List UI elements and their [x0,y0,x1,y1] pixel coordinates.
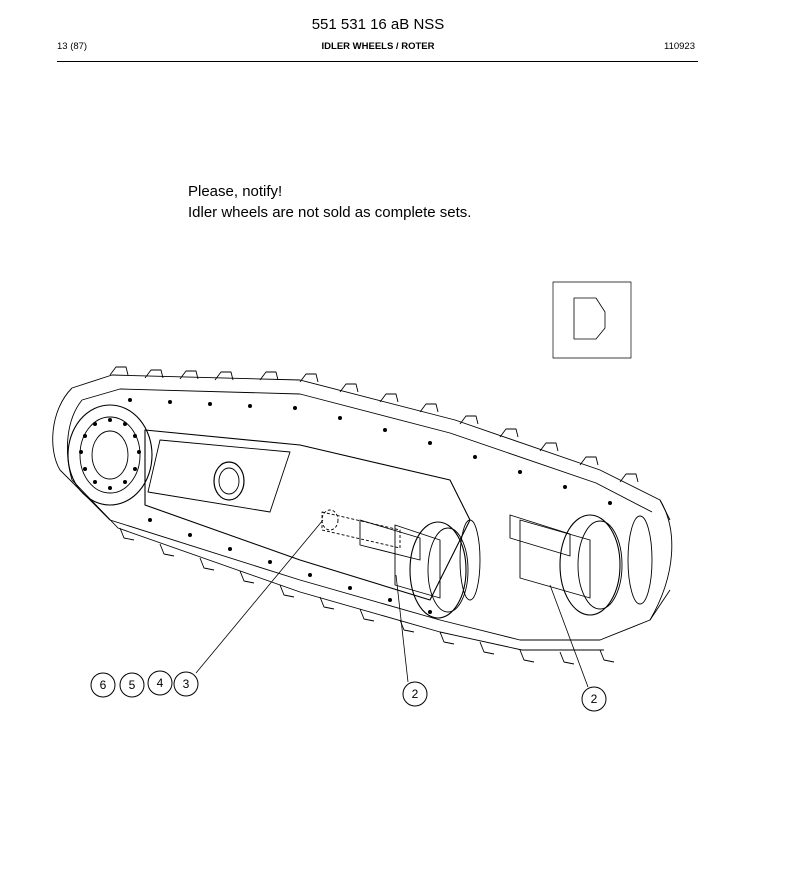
date-code: 110923 [664,41,695,52]
frame-boss [213,461,245,501]
page-number: 13 (87) [57,41,88,52]
track-upper-outline [71,374,671,521]
callout-6-label: 6 [100,678,107,692]
leader-group [195,519,324,674]
track-pins [128,398,612,614]
section-title: IDLER WHEELS / ROTER [321,41,435,52]
view-marker-box [552,281,632,359]
callout-2-right [581,686,607,712]
callout-3-label: 3 [183,677,190,691]
sprocket-bolt-ring [79,418,141,490]
drive-sprocket [67,404,153,506]
callout-6 [90,672,116,698]
view-marker-glyph [573,297,606,340]
leader-idler-left [395,574,409,683]
notice-line-2: Idler wheels are not sold as complete se… [188,203,472,221]
callout-3 [173,671,199,697]
track-assembly-drawing: 6 5 4 3 2 2 [52,281,673,712]
notice-line-1: Please, notify! [188,183,283,200]
callout-4-label: 4 [157,676,164,690]
header-divider [57,61,698,62]
tension-cylinder-hidden [321,511,401,549]
callout-2-left-label: 2 [412,687,419,701]
callout-group [90,670,607,712]
track-shoes-upper [109,366,639,483]
document-id: 551 531 16 aB NSS [311,16,445,33]
callout-5-label: 5 [129,678,136,692]
callout-4 [147,670,173,696]
callout-2-right-label: 2 [591,692,598,706]
notice: Please, notify! Idler wheels are not sol… [188,182,471,223]
leader-idler-right [549,584,589,688]
callout-2-left [402,681,428,707]
idler-wheel-right [559,514,621,616]
callout-5 [119,672,145,698]
track-shoes-lower [119,527,615,665]
idler-wheel-left [409,521,467,619]
track-frame [144,429,471,601]
track-lower-outline [59,469,671,641]
